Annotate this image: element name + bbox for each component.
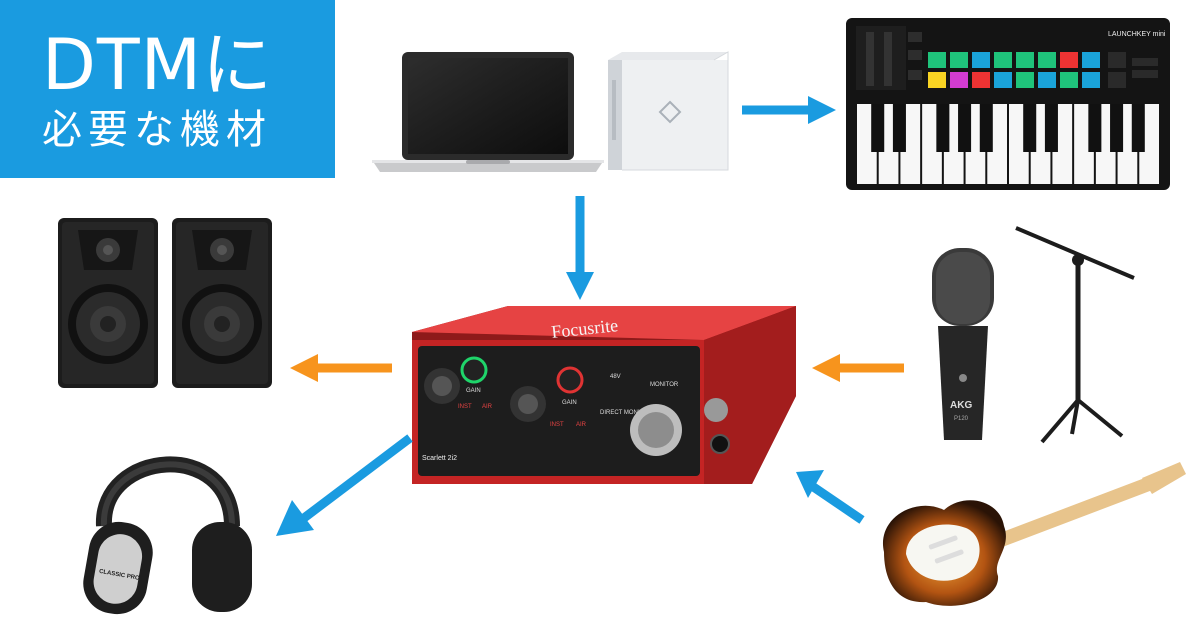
- direct-monitor-label: DIRECT MONITOR: [600, 410, 653, 416]
- black-key: [1131, 104, 1145, 152]
- mic-stand-icon: [1014, 222, 1144, 446]
- keyboard-brand-label: LAUNCHKEY mini: [1108, 31, 1166, 38]
- black-key: [979, 104, 993, 152]
- gain-label-1: GAIN: [466, 388, 481, 394]
- inst-label-2: INST: [550, 422, 564, 428]
- black-key: [871, 104, 885, 152]
- title-line-1: DTMに: [42, 24, 274, 106]
- black-key: [1023, 104, 1037, 152]
- midi-keyboard-icon: LAUNCHKEY mini: [846, 18, 1170, 190]
- audio-interface-icon: Focusrite GAIN GAIN INST AIR INST AIR 48…: [404, 300, 804, 490]
- black-key: [936, 104, 950, 152]
- phantom-label: 48V: [610, 374, 621, 380]
- arrow-to-headphones: [276, 500, 314, 536]
- title-banner: DTMに 必要な機材: [0, 0, 335, 178]
- laptop-icon: [370, 48, 606, 176]
- gain-label-2: GAIN: [562, 400, 577, 406]
- arrow-to-monitors: [290, 354, 318, 382]
- monitor-label: MONITOR: [650, 382, 679, 388]
- arrow-to-keyboard: [808, 96, 836, 124]
- inst-label-1: INST: [458, 404, 472, 410]
- software-box-icon: [604, 50, 732, 174]
- arrow-from-guitar: [796, 470, 824, 498]
- mic-model-label: P120: [954, 416, 969, 422]
- arrow-from-mic: [812, 354, 840, 382]
- black-key: [892, 104, 906, 152]
- title-line-2: 必要な機材: [42, 107, 272, 153]
- black-key: [958, 104, 972, 152]
- black-key: [1110, 104, 1124, 152]
- arrow-to-interface: [566, 272, 594, 300]
- air-label-1: AIR: [482, 404, 493, 410]
- mic-brand-label: AKG: [950, 400, 972, 411]
- headphones-icon: CLASSIC PRO: [82, 430, 258, 620]
- black-key: [1088, 104, 1102, 152]
- electric-guitar-icon: [876, 456, 1190, 612]
- air-label-2: AIR: [576, 422, 587, 428]
- condenser-mic-icon: AKG P120: [920, 240, 1006, 450]
- studio-monitors-icon: [56, 216, 276, 390]
- black-key: [1044, 104, 1058, 152]
- interface-model-label: Scarlett 2i2: [422, 455, 457, 462]
